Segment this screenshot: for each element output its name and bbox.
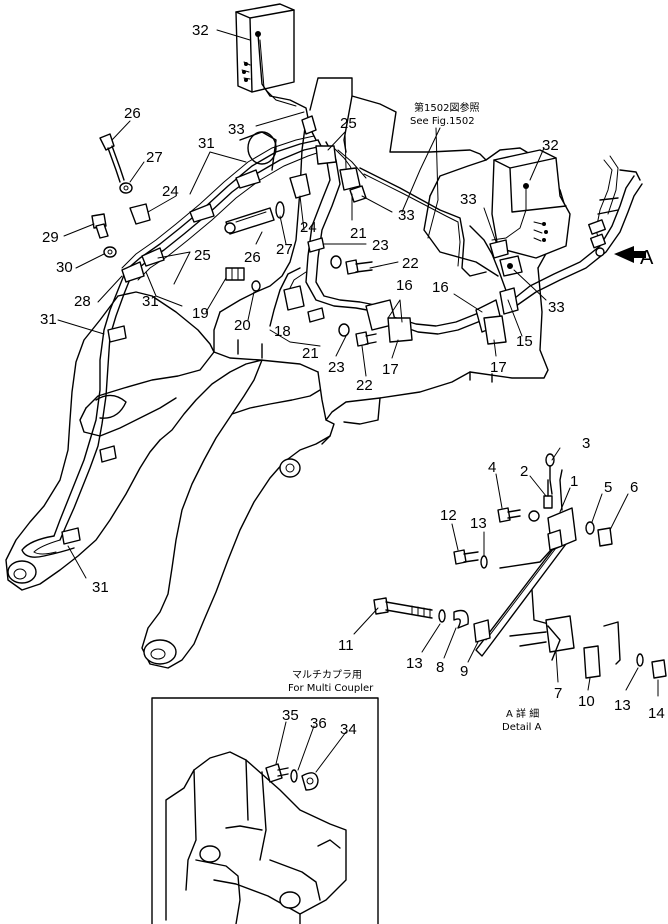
callout-numbers: 32 26 27 31 33 25 24 29 30 25 26 27 28 3… — [40, 22, 665, 738]
callout-20: 20 — [234, 317, 251, 334]
callout-22: 22 — [356, 377, 373, 394]
callout-5: 5 — [604, 479, 612, 496]
leader-lines — [57, 29, 659, 773]
control-box-left — [235, 3, 295, 93]
callout-29: 29 — [42, 229, 59, 246]
callout-28: 28 — [74, 293, 91, 310]
callout-31: 31 — [142, 293, 159, 310]
callout-33: 33 — [228, 121, 245, 138]
callout-36: 36 — [310, 715, 327, 732]
callout-33: 33 — [398, 207, 415, 224]
callout-2: 2 — [520, 463, 528, 480]
callout-34: 34 — [340, 721, 357, 738]
see-fig-ref-en: See Fig.1502 — [410, 116, 475, 127]
callout-27: 27 — [146, 149, 163, 166]
callout-22: 22 — [402, 255, 419, 272]
callout-12: 12 — [440, 507, 457, 524]
callout-25: 25 — [194, 247, 211, 264]
callout-15: 15 — [516, 333, 533, 350]
detail-a-label-jp: A 詳 細 — [506, 707, 539, 720]
callout-32: 32 — [192, 22, 209, 39]
callout-16: 16 — [432, 279, 449, 296]
callout-17: 17 — [490, 359, 507, 376]
callout-31: 31 — [40, 311, 57, 328]
callout-23: 23 — [372, 237, 389, 254]
callout-9: 9 — [460, 663, 468, 680]
callout-26: 26 — [244, 249, 261, 266]
wiring-harness — [21, 33, 643, 558]
inset-title-jp: マルチカプラ用 — [292, 669, 362, 681]
callout-31: 31 — [198, 135, 215, 152]
see-fig-ref-jp: 第1502図参照 — [414, 101, 479, 114]
callout-10: 10 — [578, 693, 595, 710]
callout-1: 1 — [570, 473, 578, 490]
inset-title-en: For Multi Coupler — [288, 683, 374, 694]
callout-13: 13 — [470, 515, 487, 532]
callout-13: 13 — [614, 697, 631, 714]
callout-6: 6 — [630, 479, 638, 496]
detail-a-drawing — [373, 453, 667, 679]
inset-multi-coupler — [151, 697, 379, 924]
callout-18: 18 — [274, 323, 291, 340]
callout-14: 14 — [648, 705, 665, 722]
callout-16: 16 — [396, 277, 413, 294]
callout-35: 35 — [282, 707, 299, 724]
callout-24: 24 — [300, 219, 317, 236]
callout-21: 21 — [302, 345, 319, 362]
diagram-notes: 第1502図参照 See Fig.1502 A 詳 細 Detail A マルチ… — [288, 101, 542, 733]
callout-23: 23 — [328, 359, 345, 376]
callout-33: 33 — [548, 299, 565, 316]
callout-24: 24 — [162, 183, 179, 200]
callout-21: 21 — [350, 225, 367, 242]
callout-33: 33 — [460, 191, 477, 208]
callout-a: A — [640, 247, 654, 269]
callout-31: 31 — [92, 579, 109, 596]
detail-a-label-en: Detail A — [502, 722, 542, 733]
callout-4: 4 — [488, 459, 496, 476]
control-box-right — [491, 149, 571, 259]
callout-8: 8 — [436, 659, 444, 676]
view-arrow-a — [614, 246, 646, 263]
callout-7: 7 — [554, 685, 562, 702]
harness-clamps — [61, 115, 523, 545]
callout-13: 13 — [406, 655, 423, 672]
callout-32: 32 — [542, 137, 559, 154]
callout-25: 25 — [340, 115, 357, 132]
callout-27: 27 — [276, 241, 293, 258]
loader-frame-drawing — [5, 77, 567, 669]
callout-30: 30 — [56, 259, 73, 276]
callout-26: 26 — [124, 105, 141, 122]
callout-11: 11 — [338, 637, 354, 654]
callout-3: 3 — [582, 435, 590, 452]
callout-19: 19 — [192, 305, 209, 322]
callout-17: 17 — [382, 361, 399, 378]
